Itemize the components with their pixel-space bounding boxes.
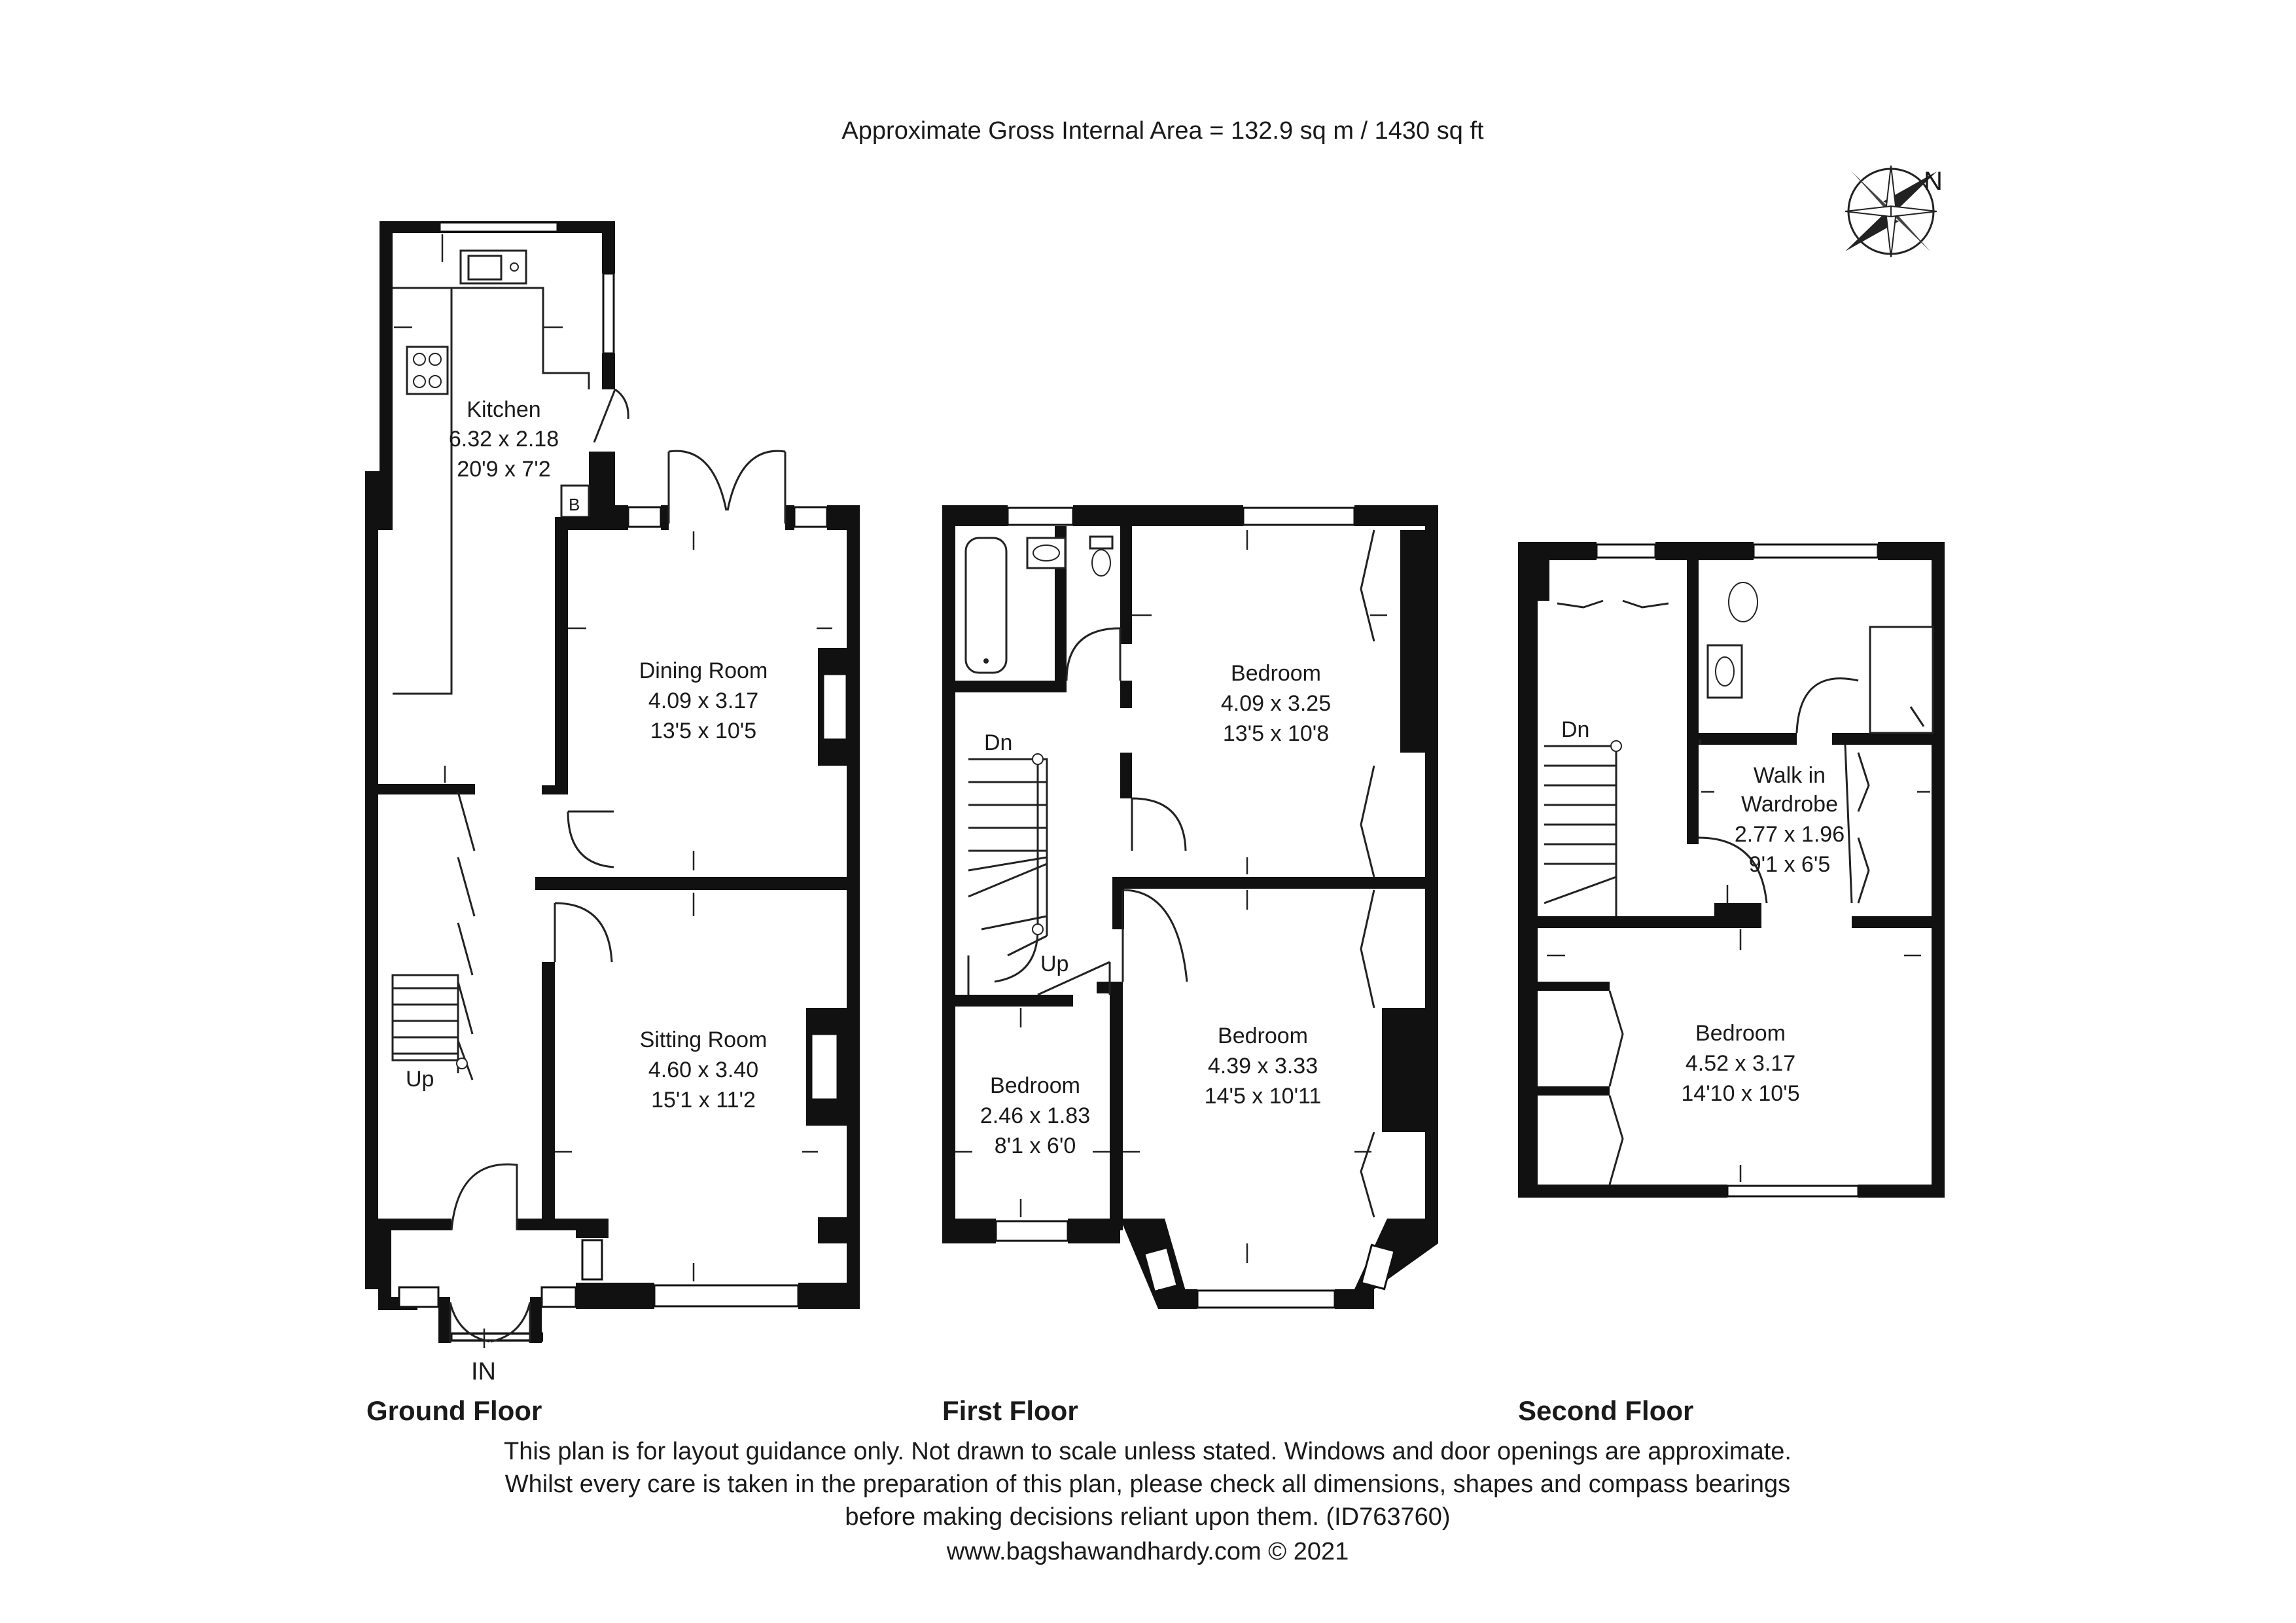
first-bedroom-2-name: Bedroom — [1218, 1024, 1308, 1048]
first-bedroom-2-metric: 4.39 x 3.33 — [1208, 1054, 1318, 1079]
sitting-room-imperial: 15'1 x 11'2 — [651, 1088, 756, 1113]
first-bedroom-1-metric: 4.09 x 3.25 — [1221, 691, 1331, 716]
kitchen-metric: 6.32 x 2.18 — [449, 427, 559, 452]
second-stairs-down-label: Dn — [1561, 717, 1589, 742]
entrance-label: IN — [471, 1358, 496, 1385]
kitchen-name: Kitchen — [467, 397, 540, 422]
dining-room-name: Dining Room — [639, 658, 768, 683]
sitting-room-metric: 4.60 x 3.40 — [648, 1058, 758, 1082]
first-stairs-up-label: Up — [1040, 952, 1069, 976]
first-bedroom-3-imperial: 8'1 x 6'0 — [995, 1133, 1076, 1158]
walk-in-wardrobe-imperial: 9'1 x 6'5 — [1749, 852, 1831, 877]
second-stairs — [1544, 740, 1622, 916]
first-bedroom-1-name: Bedroom — [1231, 661, 1321, 686]
disclaimer-line-2: Whilst every care is taken in the prepar… — [505, 1471, 1790, 1498]
ground-floor-plan: B — [365, 221, 860, 1348]
first-stairs — [967, 753, 1048, 995]
boiler-label: B — [569, 495, 580, 514]
walk-in-wardrobe-metric: 2.77 x 1.96 — [1735, 822, 1845, 847]
ground-stairs — [391, 974, 468, 1073]
second-bedroom-name: Bedroom — [1695, 1021, 1786, 1046]
second-bedroom-imperial: 14'10 x 10'5 — [1681, 1081, 1799, 1106]
sitting-room-name: Sitting Room — [640, 1027, 768, 1052]
first-floor-title: First Floor — [942, 1395, 1078, 1426]
website-link[interactable]: www.bagshawandhardy.com © 2021 — [946, 1538, 1349, 1565]
first-bedroom-1-imperial: 13'5 x 10'8 — [1223, 721, 1329, 746]
second-bedroom-metric: 4.52 x 3.17 — [1686, 1051, 1795, 1076]
first-bedroom-2-imperial: 14'5 x 10'11 — [1205, 1084, 1322, 1109]
disclaimer-line-1: This plan is for layout guidance only. N… — [504, 1438, 1792, 1465]
disclaimer-line-3: before making decisions reliant upon the… — [845, 1503, 1450, 1531]
second-floor-plan: Dn — [1518, 542, 1945, 1198]
ground-floor-title: Ground Floor — [366, 1395, 542, 1426]
gross-internal-area: Approximate Gross Internal Area = 132.9 … — [841, 117, 1484, 145]
first-stairs-down-label: Dn — [984, 730, 1012, 755]
dining-room-imperial: 13'5 x 10'5 — [650, 719, 756, 743]
dining-room-metric: 4.09 x 3.17 — [648, 688, 758, 713]
first-floor-plan: Dn Up — [942, 505, 1438, 1309]
first-bedroom-3-metric: 2.46 x 1.83 — [980, 1103, 1090, 1128]
ground-stairs-up-label: Up — [406, 1067, 434, 1092]
compass-icon — [1845, 165, 1937, 258]
walk-in-wardrobe-name: Walk in — [1754, 763, 1826, 788]
first-bedroom-3-name: Bedroom — [990, 1073, 1080, 1098]
walk-in-wardrobe-name-2: Wardrobe — [1741, 792, 1838, 817]
second-floor-title: Second Floor — [1518, 1395, 1693, 1426]
kitchen-imperial: 20'9 x 7'2 — [457, 457, 550, 482]
compass-north-label: N — [1924, 167, 1943, 196]
